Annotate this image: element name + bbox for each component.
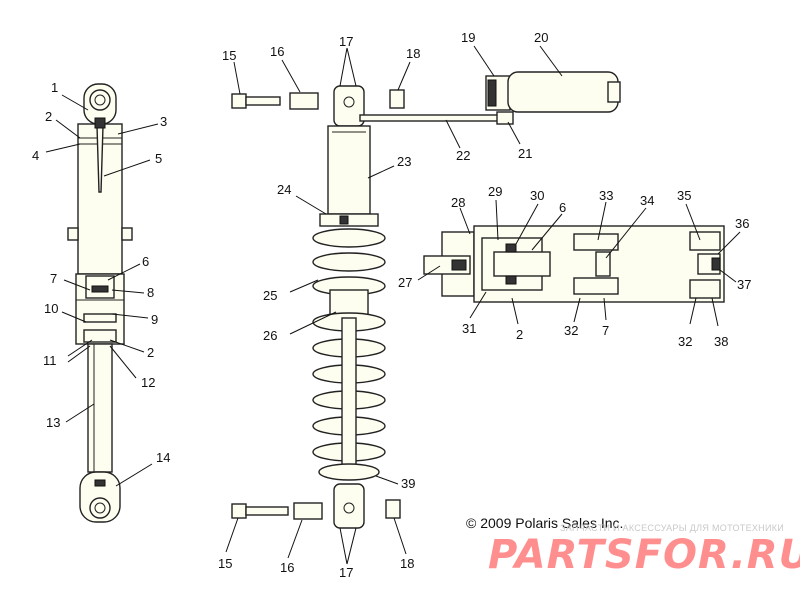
- callout-1: 1: [51, 80, 58, 95]
- callout-38: 38: [714, 334, 728, 349]
- callout-7b: 7: [602, 323, 609, 338]
- callout-19: 19: [461, 30, 475, 45]
- callout-32b: 32: [678, 334, 692, 349]
- callout-5: 5: [155, 151, 162, 166]
- callout-10: 10: [44, 301, 58, 316]
- callout-15: 15: [222, 48, 236, 63]
- callout-29: 29: [488, 184, 502, 199]
- watermark-tagline: ЗАПЧАСТИ И АКСЕССУАРЫ ДЛЯ МОТОТЕХНИКИ: [560, 523, 785, 533]
- callout-2b: 2: [147, 345, 154, 360]
- callout-15b: 15: [218, 556, 232, 571]
- center-shock-assembly: [231, 71, 621, 529]
- callout-26: 26: [263, 328, 277, 343]
- callout-11: 11: [43, 353, 57, 368]
- callout-18b: 18: [400, 556, 414, 571]
- callout-3: 3: [160, 114, 167, 129]
- callout-18: 18: [406, 46, 420, 61]
- callout-9: 9: [151, 312, 158, 327]
- callout-20: 20: [534, 30, 548, 45]
- callout-13: 13: [46, 415, 60, 430]
- callout-36: 36: [735, 216, 749, 231]
- callout-labels: 1 2 3 4 5 6 7 8 10 9 2 11 12 13 14 15 16…: [32, 30, 751, 580]
- callout-21: 21: [518, 146, 532, 161]
- callout-27: 27: [398, 275, 412, 290]
- callout-2c: 2: [516, 327, 523, 342]
- callout-17b: 17: [339, 565, 353, 580]
- callout-23: 23: [397, 154, 411, 169]
- callout-14: 14: [156, 450, 170, 465]
- callout-34: 34: [640, 193, 654, 208]
- callout-32: 32: [564, 323, 578, 338]
- watermark-logo: PARTSFOR.RU: [488, 532, 800, 578]
- callout-25: 25: [263, 288, 277, 303]
- callout-16: 16: [270, 44, 284, 59]
- callout-35: 35: [677, 188, 691, 203]
- callout-39: 39: [401, 476, 415, 491]
- callout-17: 17: [339, 34, 353, 49]
- right-section-assembly: [423, 225, 725, 303]
- callout-16b: 16: [280, 560, 294, 575]
- callout-31: 31: [462, 321, 476, 336]
- spring-coils: [312, 228, 386, 462]
- callout-8: 8: [147, 285, 154, 300]
- callout-30: 30: [530, 188, 544, 203]
- callout-2: 2: [45, 109, 52, 124]
- callout-22: 22: [456, 148, 470, 163]
- callout-33: 33: [599, 188, 613, 203]
- callout-24: 24: [277, 182, 291, 197]
- callout-6b: 6: [559, 200, 566, 215]
- callout-37: 37: [737, 277, 751, 292]
- callout-6: 6: [142, 254, 149, 269]
- copyright-text: © 2009 Polaris Sales Inc.: [466, 515, 624, 531]
- callout-4: 4: [32, 148, 39, 163]
- leader-lines: [45, 45, 741, 565]
- left-shock-assembly: [67, 83, 133, 523]
- callout-7: 7: [50, 271, 57, 286]
- callout-28: 28: [451, 195, 465, 210]
- callout-12: 12: [141, 375, 155, 390]
